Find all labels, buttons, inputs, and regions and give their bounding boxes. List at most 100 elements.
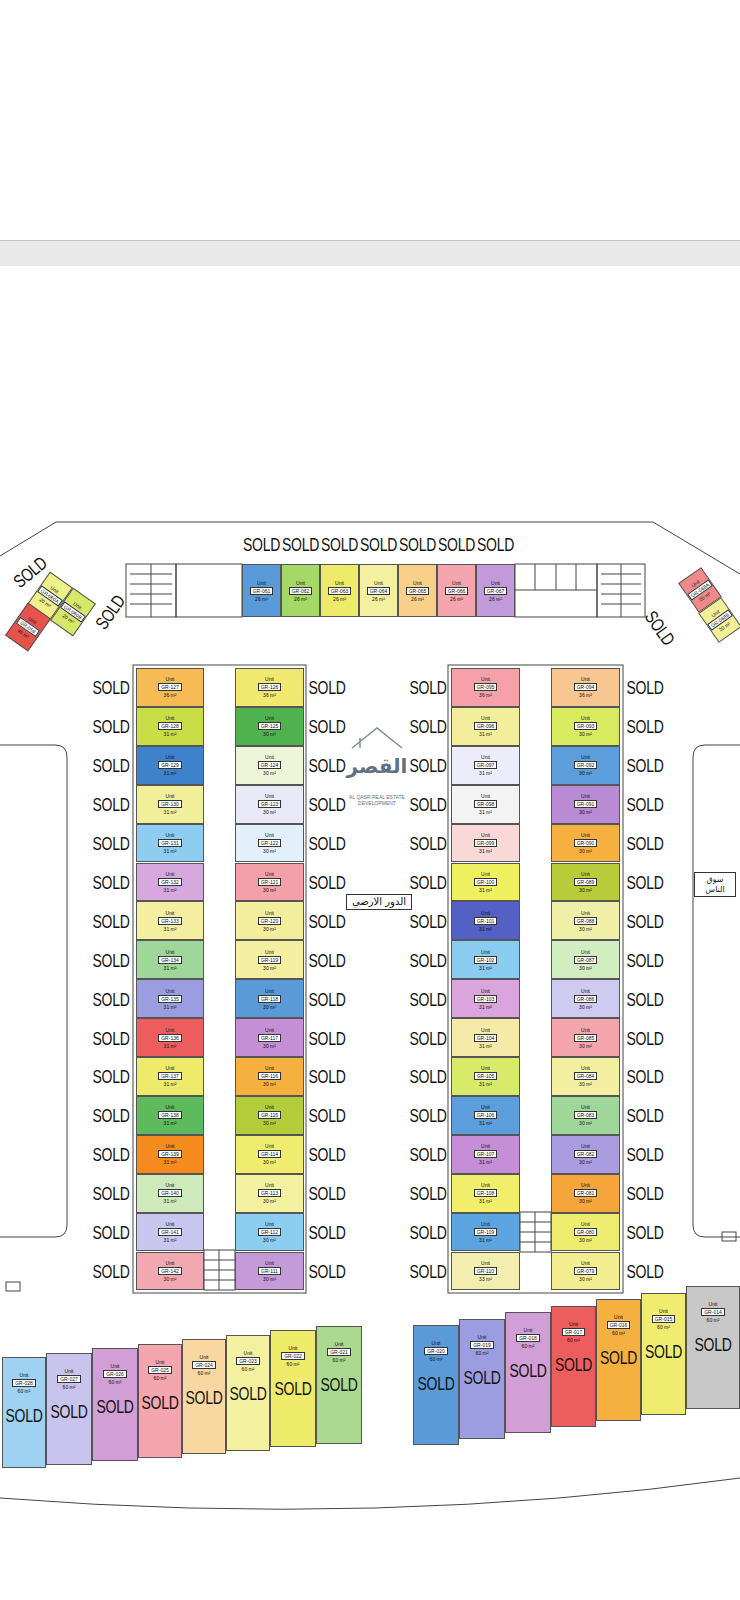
unit-number: GR-026 <box>103 1370 127 1378</box>
unit-number: GR-089 <box>574 878 598 886</box>
separator-line <box>0 240 740 241</box>
sold-label: SOLD <box>309 756 346 774</box>
stair-steps <box>130 564 172 617</box>
shop-unit: UnitGR-10831 m² <box>451 1174 520 1213</box>
sold-label: SOLD <box>410 873 447 891</box>
unit-word: Unit <box>265 1143 274 1149</box>
unit-number: GR-129 <box>158 761 182 769</box>
unit-area: 60 m² <box>154 1375 167 1381</box>
unit-number: GR-028 <box>12 1379 36 1387</box>
shop-unit: UnitGR-12636 m² <box>235 668 304 707</box>
sold-label: SOLD <box>93 1184 130 1202</box>
shop-unit: UnitGR-13331 m² <box>136 901 204 940</box>
shop-unit: UnitGR-06526 m² <box>398 564 437 617</box>
shop-unit: UnitGR-07930 m² <box>551 1252 620 1291</box>
unit-number: GR-065 <box>406 587 430 595</box>
shop-unit: UnitGR-01460 m²SOLD <box>686 1286 740 1409</box>
shop-unit: UnitGR-01560 m²SOLD <box>641 1293 686 1416</box>
door-mark <box>6 1282 20 1291</box>
sold-label: SOLD <box>93 1106 130 1124</box>
shop-unit: UnitGR-08030 m² <box>551 1213 620 1252</box>
unit-area: 31 m² <box>479 731 492 737</box>
unit-area: 31 m² <box>164 926 177 932</box>
unit-area: 30 m² <box>579 1004 592 1010</box>
unit-number: GR-019 <box>470 1341 494 1349</box>
restroom-walls <box>515 564 597 590</box>
shop-unit: UnitGR-12530 m² <box>235 707 304 746</box>
unit-word: Unit <box>481 793 490 799</box>
unit-area: 31 m² <box>164 770 177 776</box>
unit-number: GR-091 <box>574 800 598 808</box>
unit-word: Unit <box>581 871 590 877</box>
stair-steps <box>520 1212 551 1252</box>
unit-number: GR-085 <box>574 1034 598 1042</box>
unit-word: Unit <box>265 793 274 799</box>
sold-mark: SOLD <box>645 1341 682 1359</box>
shop-unit: UnitGR-13731 m² <box>136 1057 204 1096</box>
unit-number: GR-114 <box>258 1150 281 1158</box>
unit-area: 26 m² <box>411 596 424 602</box>
sold-label: SOLD <box>360 535 397 553</box>
unit-area: 33 m² <box>479 1276 492 1282</box>
shop-unit: UnitGR-06726 m² <box>476 564 515 617</box>
sold-label: SOLD <box>410 756 447 774</box>
unit-number: GR-064 <box>367 587 391 595</box>
shop-unit: UnitGR-11830 m² <box>235 979 304 1018</box>
unit-number: GR-104 <box>474 1034 498 1042</box>
unit-number: GR-087 <box>574 956 598 964</box>
shop-unit: UnitGR-14131 m² <box>136 1213 204 1252</box>
unit-number: GR-101 <box>474 917 498 925</box>
sold-label: SOLD <box>627 795 664 813</box>
shop-unit: UnitGR-06126 m² <box>242 564 281 617</box>
unit-area: 60 m² <box>109 1379 122 1385</box>
unit-word: Unit <box>265 1221 274 1227</box>
unit-area: 31 m² <box>479 926 492 932</box>
unit-area: 30 m² <box>263 1004 276 1010</box>
sold-label: SOLD <box>410 1223 447 1241</box>
shop-unit: UnitGR-12430 m² <box>235 746 304 785</box>
unit-word: Unit <box>289 1345 298 1351</box>
unit-word: Unit <box>481 676 490 682</box>
unit-word: Unit <box>581 715 590 721</box>
unit-word: Unit <box>20 1372 29 1378</box>
sold-label: SOLD <box>93 1067 130 1085</box>
unit-area: 30 m² <box>579 848 592 854</box>
unit-word: Unit <box>581 1027 590 1033</box>
unit-number: GR-118 <box>258 995 281 1003</box>
unit-area: 31 m² <box>164 887 177 893</box>
sold-label: SOLD <box>92 592 128 633</box>
sold-label: SOLD <box>93 1145 130 1163</box>
unit-area: 31 m² <box>479 1159 492 1165</box>
shop-unit: UnitGR-06626 m² <box>437 564 476 617</box>
unit-area: 30 m² <box>263 926 276 932</box>
sold-label: SOLD <box>627 951 664 969</box>
sold-label: SOLD <box>309 678 346 696</box>
unit-number: GR-122 <box>258 839 282 847</box>
unit-word: Unit <box>452 580 461 586</box>
floor-label: الدور الارضي <box>346 894 412 910</box>
sold-label: SOLD <box>410 1145 447 1163</box>
unit-area: 36 m² <box>479 692 492 698</box>
stair-steps <box>601 564 641 617</box>
road-edge <box>0 1478 740 1509</box>
unit-number: GR-090 <box>574 839 598 847</box>
place-name: سوق الناس <box>697 875 733 894</box>
unit-word: Unit <box>166 1027 175 1033</box>
shop-unit: UnitGR-11230 m² <box>235 1213 304 1252</box>
unit-number: GR-100 <box>474 878 498 886</box>
unit-area: 60 m² <box>522 1343 535 1349</box>
unit-number: GR-117 <box>258 1034 281 1042</box>
unit-word: Unit <box>481 1143 490 1149</box>
block-outline <box>133 665 306 1293</box>
unit-number: GR-136 <box>158 1034 182 1042</box>
unit-word: Unit <box>166 1104 175 1110</box>
shop-unit: UnitGR-10931 m² <box>451 1213 520 1252</box>
shop-unit: UnitGR-10131 m² <box>451 901 520 940</box>
shop-unit: UnitGR-11033 m² <box>451 1252 520 1291</box>
sold-mark: SOLD <box>6 1406 43 1424</box>
unit-word: Unit <box>265 754 274 760</box>
unit-number: GR-080 <box>574 1228 598 1236</box>
unit-area: 31 m² <box>164 809 177 815</box>
shop-unit: UnitGR-08530 m² <box>551 1018 620 1057</box>
